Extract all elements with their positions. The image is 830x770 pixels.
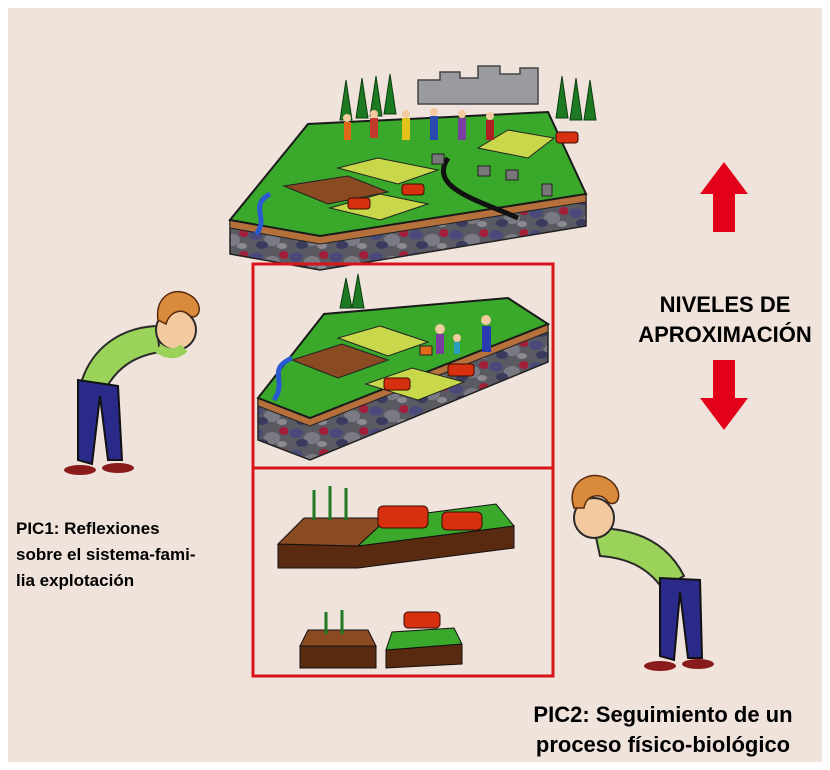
farm-block — [256, 273, 551, 461]
arrow-down-icon — [700, 360, 748, 430]
field-plots — [276, 486, 515, 669]
pic1-caption: PIC1: Reflexiones sobre el sistema-fami-… — [16, 516, 246, 594]
pic1-line-3: lia explotación — [16, 571, 135, 590]
observer-left-icon — [64, 290, 200, 475]
levels-line-1: NIVELES DE — [659, 292, 791, 317]
diagram-canvas: PIC1: Reflexiones sobre el sistema-fami-… — [8, 8, 822, 762]
pic1-line-1: PIC1: Reflexiones — [16, 519, 160, 538]
levels-line-2: APROXIMACIÓN — [638, 322, 812, 347]
levels-caption: NIVELES DE APROXIMACIÓN — [620, 290, 822, 350]
top-landscape-block — [228, 65, 597, 271]
diagram-graphics — [64, 65, 748, 678]
pic1-line-2: sobre el sistema-fami- — [16, 545, 196, 564]
focus-frame — [251, 262, 555, 678]
observer-right-icon — [571, 474, 714, 671]
arrow-up-icon — [700, 162, 748, 232]
pic2-caption: PIC2: Seguimiento de un proceso físico-b… — [498, 700, 822, 760]
pic2-line-1: PIC2: Seguimiento de un — [533, 702, 793, 727]
pic2-line-2: proceso físico-biológico — [535, 732, 791, 757]
